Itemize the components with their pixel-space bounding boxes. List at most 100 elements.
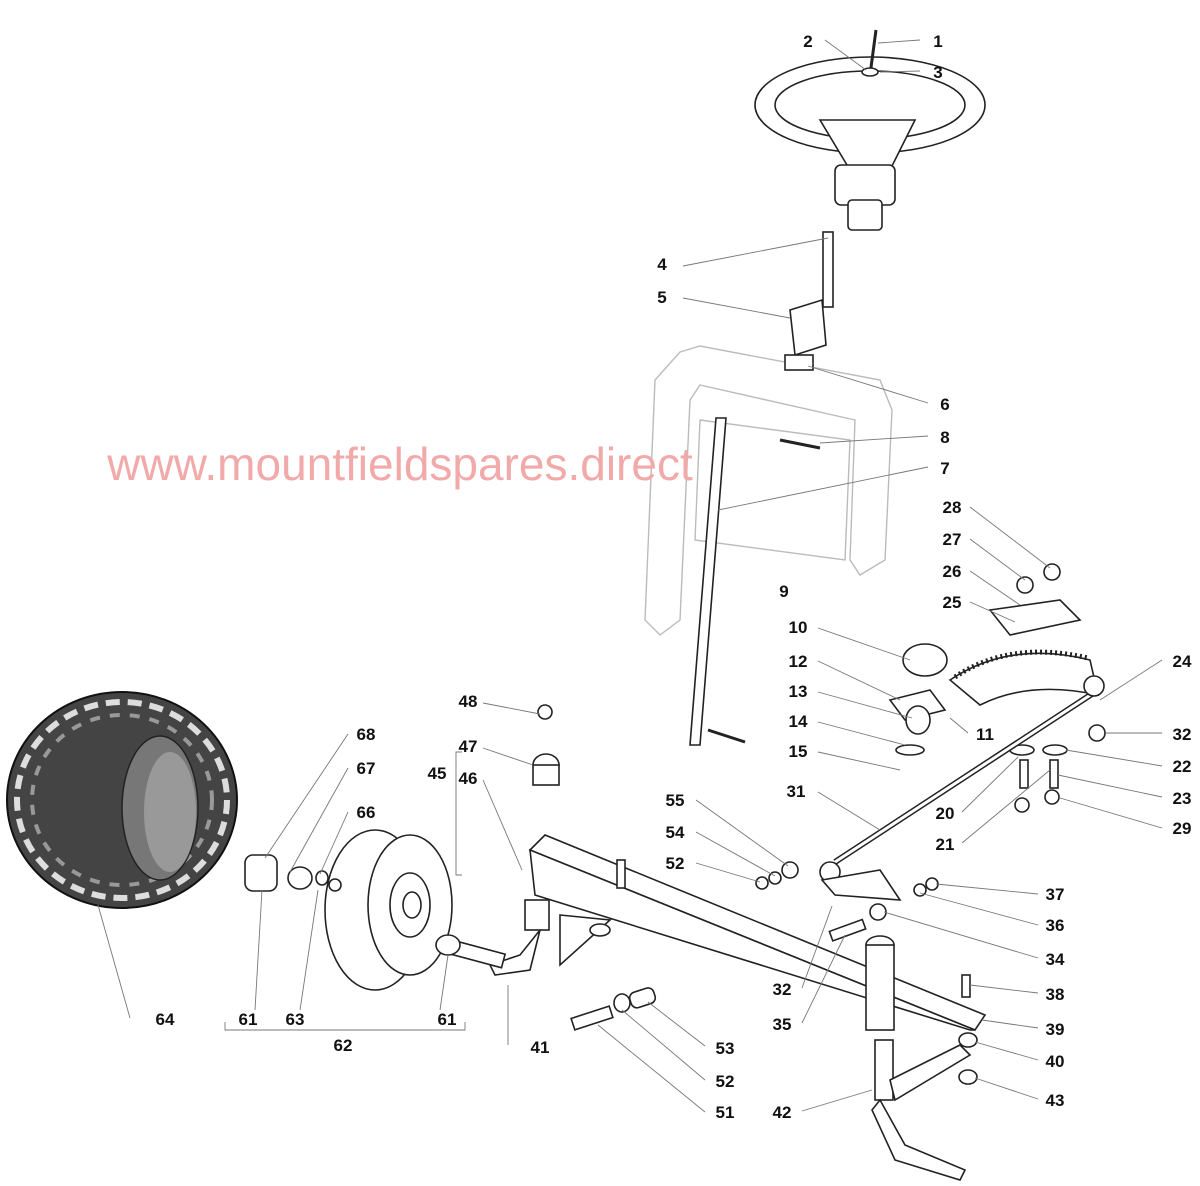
callout-label: 11 — [976, 725, 994, 744]
group-bracket-45 — [455, 751, 462, 876]
dashboard-frame — [644, 345, 893, 636]
callout-label: 40 — [1046, 1052, 1065, 1071]
leader-line — [969, 601, 1016, 623]
leader-line — [969, 570, 1021, 606]
leader-line — [682, 237, 829, 267]
callout-label: 28 — [943, 498, 962, 517]
callout-label: 7 — [940, 459, 949, 478]
callout-label: 1 — [933, 32, 942, 51]
callout-label: 25 — [943, 593, 962, 612]
callout-label: 68 — [357, 725, 376, 744]
callout-label: 42 — [773, 1103, 792, 1122]
callout-label: 41 — [531, 1038, 550, 1057]
callout-label: 66 — [357, 803, 376, 822]
tyre — [6, 691, 238, 909]
leader-line — [647, 1001, 706, 1047]
callout-label: 67 — [357, 759, 376, 778]
leader-line — [919, 892, 1039, 926]
tie-rod — [819, 675, 1105, 883]
leader-line — [817, 691, 913, 719]
leader-line — [969, 538, 1026, 581]
leader-line — [1057, 774, 1163, 798]
leader-line — [695, 831, 776, 877]
leader-line — [482, 779, 523, 871]
steering-gear — [888, 563, 1106, 813]
callout-label: 54 — [666, 823, 685, 842]
leader-line — [801, 905, 833, 989]
wheel-rim — [244, 829, 507, 991]
callout-label: 39 — [1046, 1020, 1065, 1039]
leader-line — [254, 889, 263, 1011]
leader-line — [621, 1009, 706, 1081]
leader-line — [482, 747, 534, 766]
callout-label: 35 — [773, 1015, 792, 1034]
callout-label: 8 — [940, 428, 949, 447]
callout-label: 10 — [789, 618, 808, 637]
callout-label: 38 — [1046, 985, 1065, 1004]
callout-label: 31 — [787, 782, 806, 801]
callout-label: 46 — [459, 769, 478, 788]
callout-label: 14 — [789, 712, 808, 731]
callout-label: 27 — [943, 530, 962, 549]
callout-label: 52 — [716, 1072, 735, 1091]
callout-label: 51 — [716, 1103, 735, 1122]
leader-line — [682, 297, 791, 319]
leader-line — [801, 934, 846, 1024]
callout-label: 45 — [428, 764, 447, 783]
steering-column-parts — [689, 231, 834, 746]
leader-line — [264, 733, 349, 859]
callout-label: 4 — [657, 255, 667, 274]
callout-label: 32 — [773, 980, 792, 999]
callout-label: 55 — [666, 791, 685, 810]
leader-line — [1099, 659, 1163, 701]
callout-label: 9 — [779, 582, 788, 601]
leader-line — [949, 717, 969, 734]
leader-line — [974, 1041, 1039, 1061]
leader-line — [824, 39, 867, 71]
leader-line — [961, 756, 1019, 813]
leader-line — [817, 751, 901, 771]
callout-label: 12 — [789, 652, 808, 671]
leader-line — [981, 1019, 1039, 1029]
group-bracket-62 — [224, 1022, 466, 1031]
leader-line — [97, 904, 131, 1019]
leader-line — [1059, 797, 1163, 829]
steering-wheel — [754, 29, 986, 231]
callout-label: 62 — [334, 1036, 353, 1055]
callout-label: 5 — [657, 288, 666, 307]
leader-line — [961, 769, 1051, 844]
leader-line — [482, 702, 541, 715]
callout-label: 61 — [438, 1010, 457, 1029]
callout-label: 36 — [1046, 916, 1065, 935]
callout-label: 22 — [1173, 757, 1192, 776]
front-axle — [488, 704, 987, 1181]
callout-label: 15 — [789, 742, 808, 761]
callout-label: 26 — [943, 562, 962, 581]
leader-line — [969, 506, 1051, 569]
leader-line — [879, 70, 921, 73]
leader-line — [817, 721, 906, 746]
callout-label: 63 — [286, 1010, 305, 1029]
callout-label: 20 — [936, 804, 955, 823]
callout-label: 21 — [936, 835, 955, 854]
callout-label: 13 — [789, 682, 808, 701]
leader-line — [817, 627, 911, 661]
callout-label: 23 — [1173, 789, 1192, 808]
leader-line — [883, 911, 1039, 959]
leader-line — [319, 811, 349, 875]
leader-line — [817, 660, 901, 701]
callout-label: 52 — [666, 854, 685, 873]
leader-line — [695, 799, 789, 867]
callout-label: 47 — [459, 737, 478, 756]
leader-line — [801, 1089, 873, 1112]
leader-line — [877, 39, 921, 44]
callout-label: 53 — [716, 1039, 735, 1058]
leader-line — [974, 1077, 1039, 1100]
callout-label: 2 — [803, 32, 812, 51]
leader-line — [969, 984, 1039, 994]
callout-label: 43 — [1046, 1091, 1065, 1110]
leader-line — [717, 466, 929, 511]
callout-label: 48 — [459, 692, 478, 711]
callout-label: 64 — [156, 1010, 175, 1029]
